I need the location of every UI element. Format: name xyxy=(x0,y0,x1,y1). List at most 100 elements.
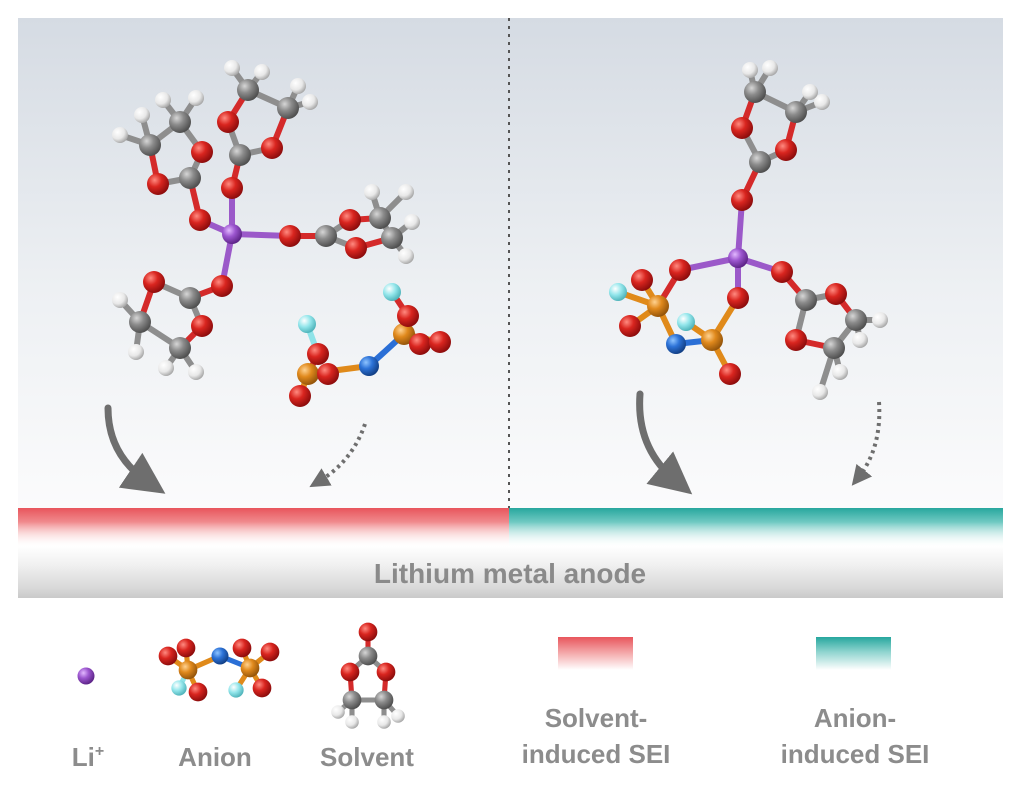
solvent-induced-sei-layer xyxy=(18,508,509,548)
anode-label: Lithium metal anode xyxy=(374,558,646,589)
hydrogen-atom xyxy=(112,127,128,143)
oxygen-atom xyxy=(727,287,749,309)
carbon-atom xyxy=(179,287,201,309)
carbon-atom xyxy=(785,101,807,123)
oxygen-atom xyxy=(191,315,213,337)
sulfur-atom xyxy=(647,295,669,317)
oxygen-atom xyxy=(221,177,243,199)
hydrogen-atom xyxy=(155,92,171,108)
hydrogen-atom xyxy=(302,94,318,110)
carbon-atom xyxy=(845,309,867,331)
carbon-atom xyxy=(744,81,766,103)
legend-anion-label: Anion xyxy=(178,742,252,772)
carbon-atom xyxy=(277,97,299,119)
oxygen-atom xyxy=(279,225,301,247)
oxygen-atom xyxy=(307,343,329,365)
oxygen-atom xyxy=(252,678,272,698)
hydrogen-atom xyxy=(404,214,420,230)
carbon-atom xyxy=(237,79,259,101)
legend-anion-sei-label-line2: induced SEI xyxy=(781,739,930,769)
nitrogen-atom xyxy=(211,647,229,665)
hydrogen-atom xyxy=(224,60,240,76)
sulfur-atom xyxy=(297,363,319,385)
oxygen-atom xyxy=(358,622,378,642)
oxygen-atom xyxy=(731,117,753,139)
oxygen-atom xyxy=(719,363,741,385)
hydrogen-atom xyxy=(331,705,345,719)
oxygen-atom xyxy=(158,646,178,666)
sulfur-atom xyxy=(240,658,260,678)
carbon-atom xyxy=(169,111,191,133)
hydrogen-atom xyxy=(742,62,758,78)
hydrogen-atom xyxy=(762,60,778,76)
oxygen-atom xyxy=(771,261,793,283)
hydrogen-atom xyxy=(345,715,359,729)
hydrogen-atom xyxy=(128,344,144,360)
sulfur-atom xyxy=(393,323,415,345)
hydrogen-atom xyxy=(398,184,414,200)
legend-li-label: Li+ xyxy=(72,742,104,772)
oxygen-atom xyxy=(289,385,311,407)
solvent-decomposition-arrow-left xyxy=(104,404,166,494)
legend-anion-sei-label-line1: Anion- xyxy=(814,703,896,733)
hydrogen-atom xyxy=(377,715,391,729)
oxygen-atom xyxy=(731,189,753,211)
anion-decomposition-arrow-right xyxy=(851,401,882,486)
legend-anion-sei-swatch xyxy=(816,637,891,670)
hydrogen-atom xyxy=(290,78,306,94)
fluorine-atom xyxy=(228,682,244,698)
hydrogen-atom xyxy=(872,312,888,328)
carbon-atom xyxy=(749,151,771,173)
carbon-atom xyxy=(381,227,403,249)
fluorine-atom xyxy=(383,283,401,301)
legend-molecules xyxy=(77,622,405,729)
fluorine-atom xyxy=(171,680,187,696)
hydrogen-atom xyxy=(852,332,868,348)
oxygen-atom xyxy=(143,271,165,293)
carbon-atom xyxy=(795,289,817,311)
nitrogen-atom xyxy=(359,356,379,376)
electrolyte-background xyxy=(18,18,1003,508)
sulfur-atom xyxy=(701,329,723,351)
carbon-atom xyxy=(139,134,161,156)
oxygen-atom xyxy=(376,662,396,682)
hydrogen-atom xyxy=(802,84,818,100)
oxygen-atom xyxy=(317,363,339,385)
left-solvation-structure xyxy=(112,60,451,407)
carbon-atom xyxy=(129,311,151,333)
hydrogen-atom xyxy=(398,248,414,264)
hydrogen-atom xyxy=(254,64,270,80)
oxygen-atom xyxy=(785,329,807,351)
fluorine-atom xyxy=(677,313,695,331)
legend-solvent-label: Solvent xyxy=(320,742,414,772)
fluorine-atom xyxy=(609,283,627,301)
hydrogen-atom xyxy=(364,184,380,200)
oxygen-atom xyxy=(409,333,431,355)
carbon-atom xyxy=(179,167,201,189)
oxygen-atom xyxy=(188,682,208,702)
hydrogen-atom xyxy=(112,292,128,308)
lithium-anode xyxy=(18,546,1003,598)
nitrogen-atom xyxy=(666,334,686,354)
oxygen-atom xyxy=(189,209,211,231)
oxygen-atom xyxy=(191,141,213,163)
oxygen-atom xyxy=(429,331,451,353)
carbon-atom xyxy=(342,690,362,710)
oxygen-atom xyxy=(345,237,367,259)
legend-solvent-sei-swatch xyxy=(558,637,633,670)
hydrogen-atom xyxy=(832,364,848,380)
hydrogen-atom xyxy=(158,360,174,376)
hydrogen-atom xyxy=(812,384,828,400)
hydrogen-atom xyxy=(188,364,204,380)
carbon-atom xyxy=(823,337,845,359)
sulfur-atom xyxy=(178,660,198,680)
oxygen-atom xyxy=(631,269,653,291)
hydrogen-atom xyxy=(814,94,830,110)
carbon-atom xyxy=(358,646,378,666)
hydrogen-atom xyxy=(391,709,405,723)
oxygen-atom xyxy=(147,173,169,195)
oxygen-atom xyxy=(669,259,691,281)
oxygen-atom xyxy=(211,275,233,297)
oxygen-atom xyxy=(176,638,196,658)
